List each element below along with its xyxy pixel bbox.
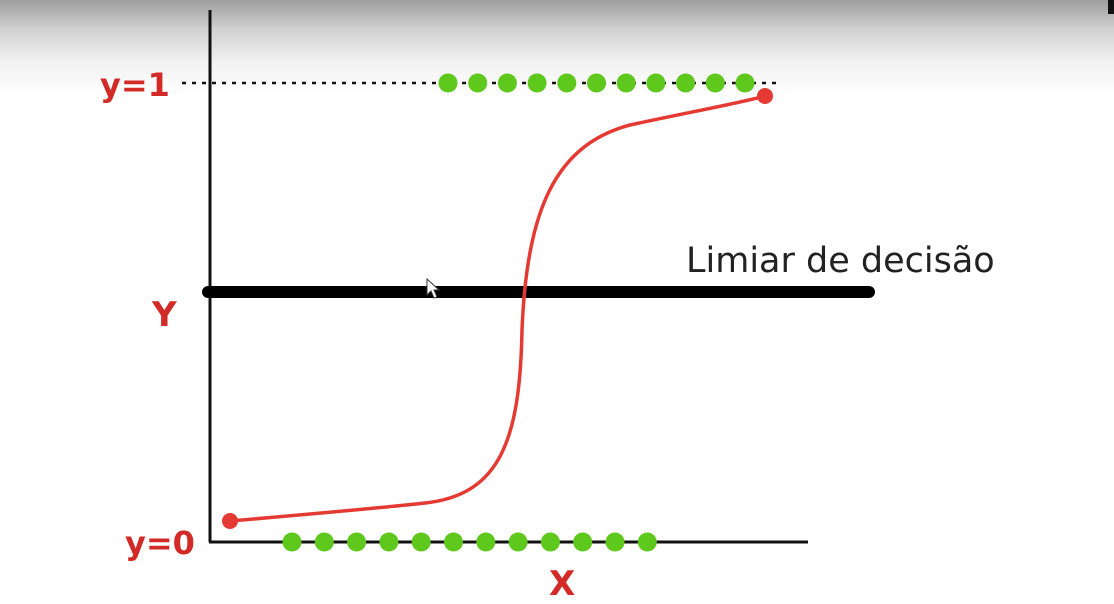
curve-end-point [757,88,773,104]
class-1-point [438,73,458,93]
corner-mark [1108,0,1114,14]
class-0-point [540,532,560,552]
class-1-points [438,73,755,93]
y0-label: y=0 [125,524,195,562]
class-0-point [444,532,463,552]
class-1-point [735,73,755,93]
class-0-point [282,532,302,552]
class-0-point [314,532,334,552]
class-0-point [508,532,528,552]
mouse-cursor-icon [426,277,441,299]
x-axis-label: X [549,564,575,604]
class-1-point [557,73,577,93]
class-0-points [282,532,657,552]
class-1-point [705,73,725,93]
class-0-point [411,532,431,552]
class-0-point [605,532,625,552]
class-1-point [676,73,696,93]
curve-start-point [222,513,238,529]
class-1-point [587,73,606,93]
y-axis-label: Y [151,295,177,335]
class-0-point [573,532,593,552]
sigmoid-curve [229,94,766,523]
class-1-point [527,73,547,93]
class-0-point [476,532,496,552]
class-1-point [616,73,636,93]
class-0-point [379,532,399,552]
class-1-point [468,73,488,93]
class-1-point [646,73,666,93]
class-0-point [347,532,367,552]
decision-threshold-label: Limiar de decisão [686,241,995,281]
y1-label: y=1 [100,66,170,104]
class-1-point [497,73,517,93]
class-0-point [637,532,657,552]
